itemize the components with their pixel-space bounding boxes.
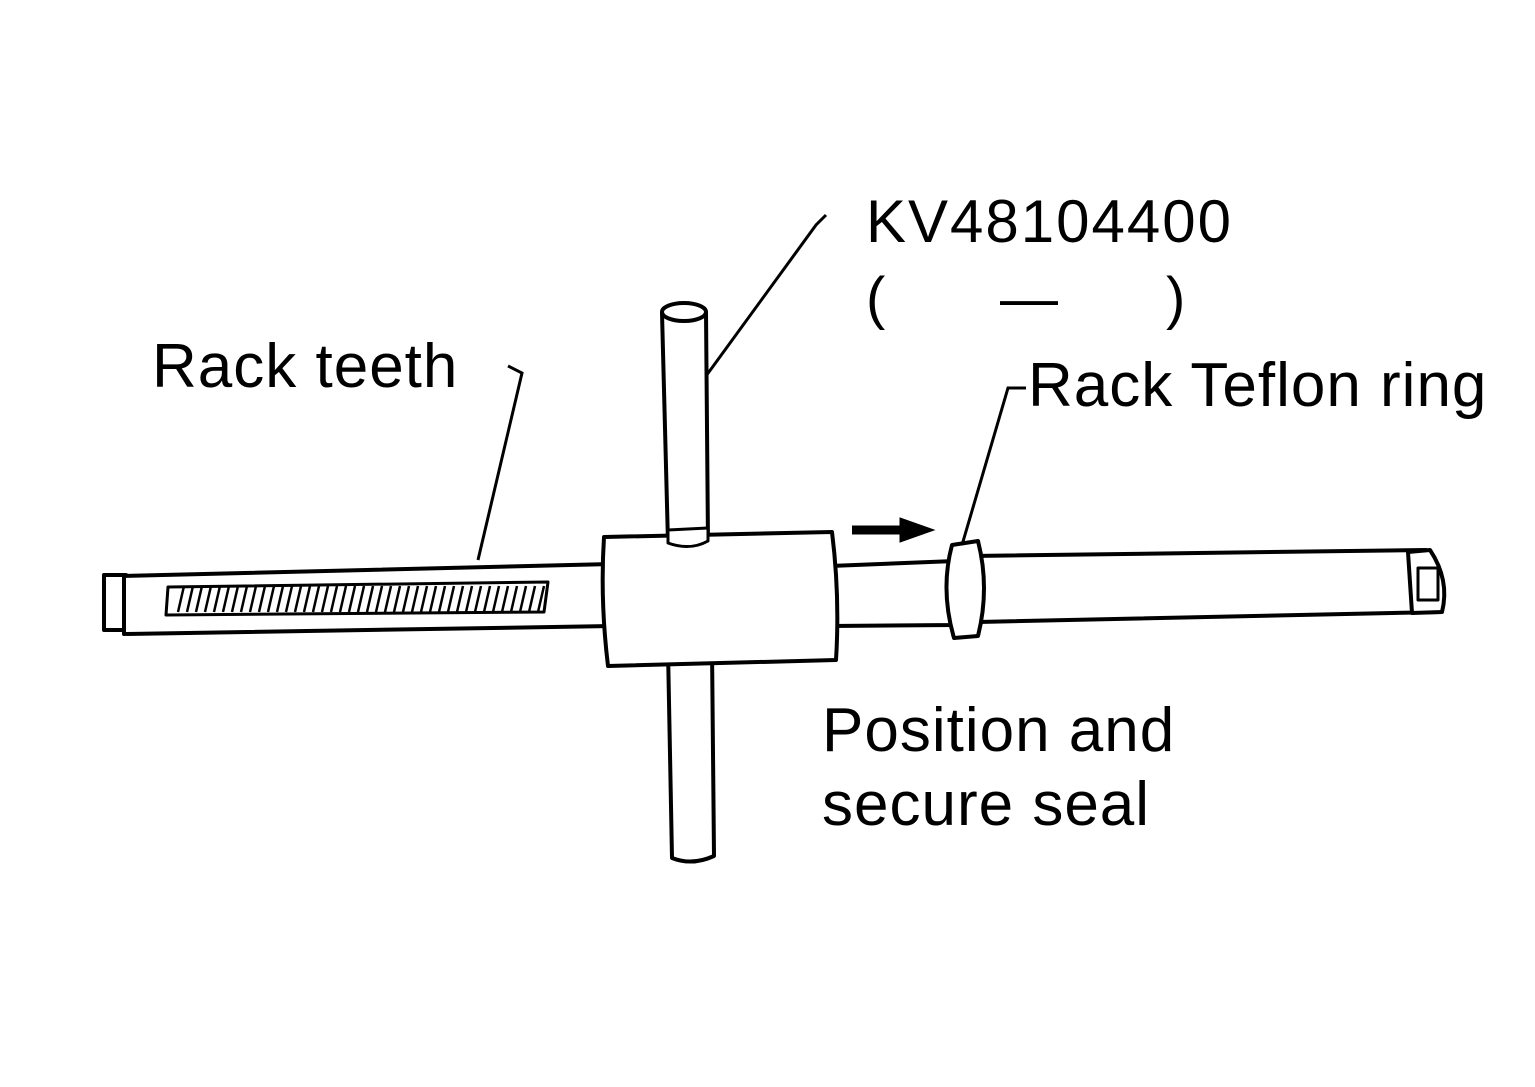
rack-right-shaft [828,559,957,628]
tool-alt-open-paren: ( [866,266,887,331]
tool-body [600,530,840,668]
rack-teeth-label: Rack teeth [152,332,459,401]
leader-rack-teeth [476,364,524,561]
position-and-secure-seal-label: Position and secure seal [822,694,1175,842]
teflon-ring [944,539,986,640]
tool-handle-top-cap [660,301,708,323]
position-label-line1: Position and [822,696,1176,765]
tool-number-label: KV48104400 [866,188,1233,255]
tool-alt-dash: — [1000,266,1059,331]
position-label-line2: secure seal [822,770,1151,839]
leader-tool-number [704,213,828,377]
rack-teflon-ring-label: Rack Teflon ring [1028,351,1488,420]
rack-teeth-hatching [176,585,546,613]
rack-right-socket [1416,566,1440,602]
tool-handle-upper [660,304,710,550]
tool-handle-lower [666,646,716,864]
tool-alt-close-paren: ) [1166,266,1187,331]
leader-teflon-ring [960,386,1026,546]
tool-handle-junction [666,526,710,548]
slide-direction-arrow [852,517,936,543]
rack-right-body [970,548,1444,624]
